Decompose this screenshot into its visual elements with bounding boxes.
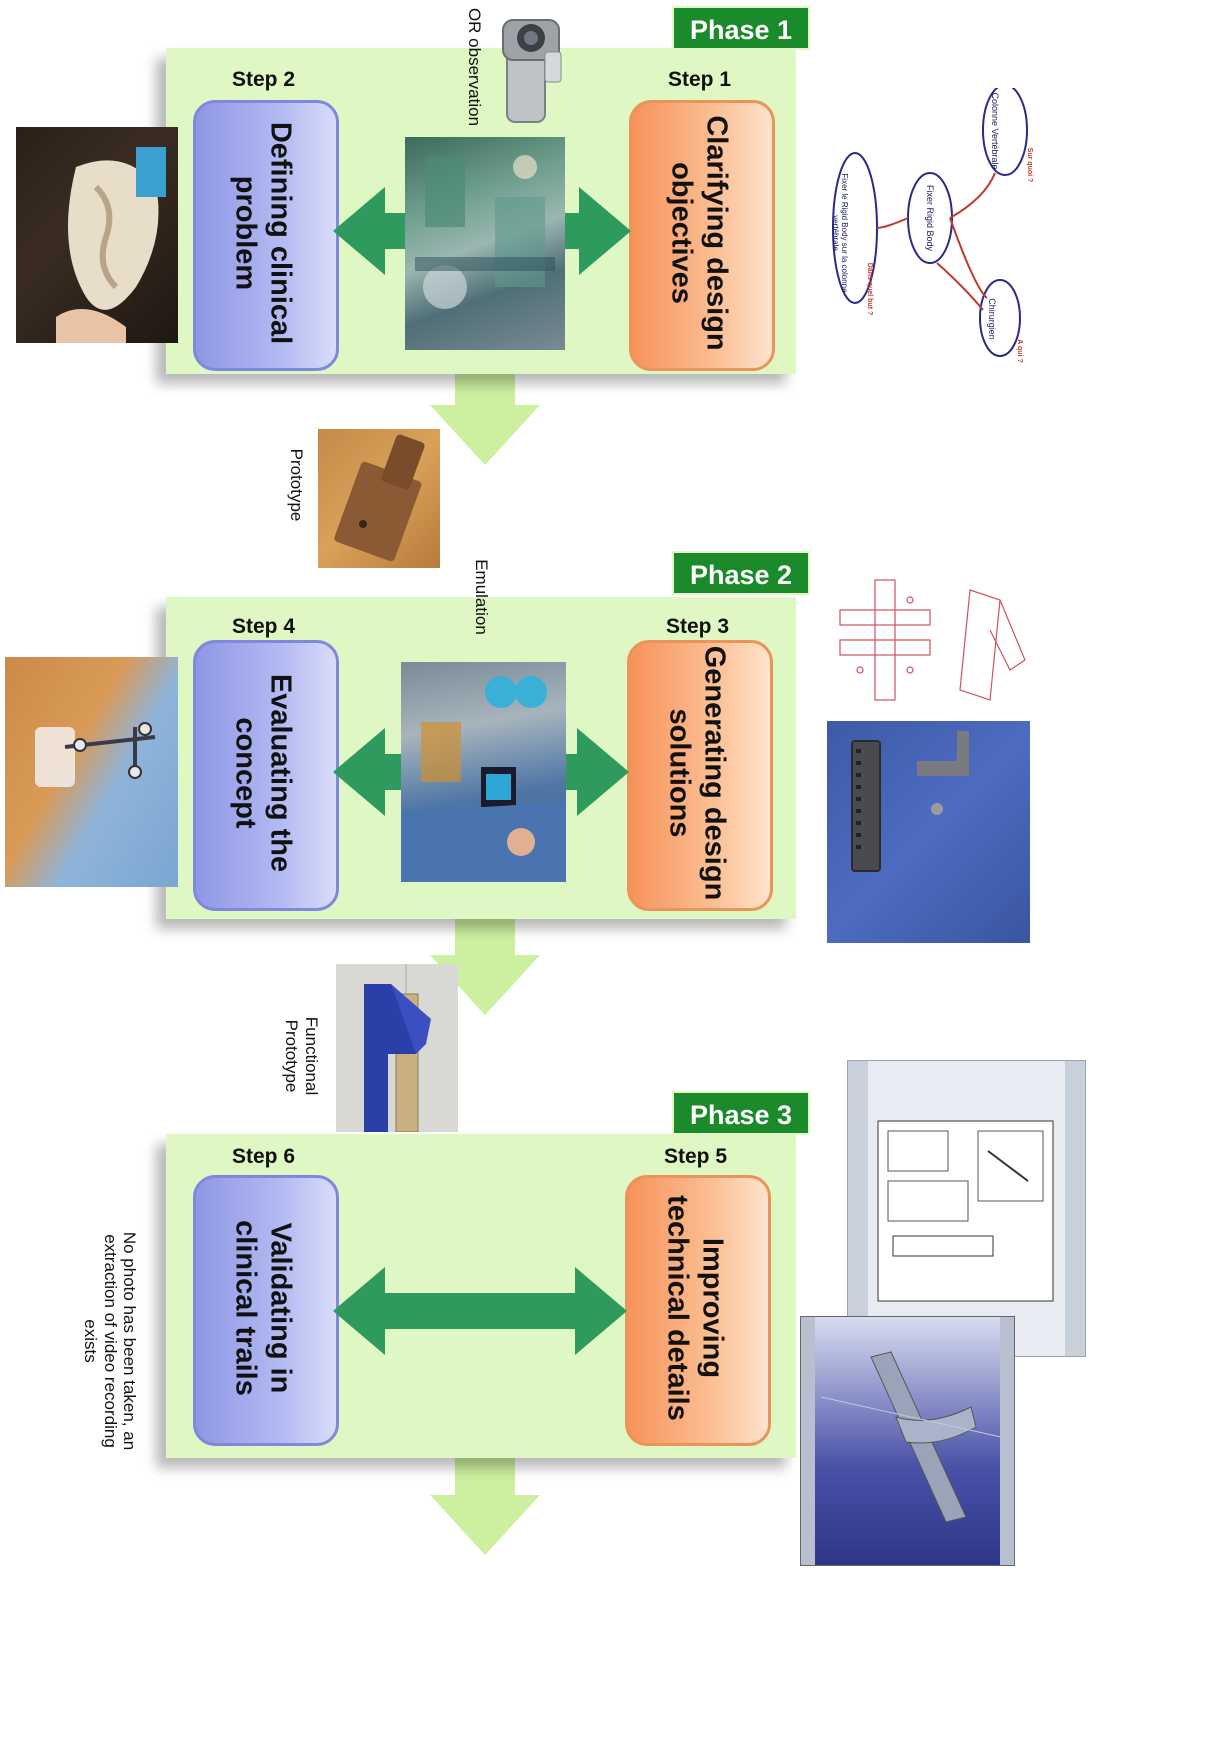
emulation-photo — [401, 662, 566, 882]
no-photo-caption: No photo has been taken, an extraction o… — [81, 1231, 140, 1451]
wooden-prototype-photo — [318, 429, 440, 568]
or-observation-caption: OR observation — [464, 7, 484, 127]
phase-3-tag: Phase 3 — [672, 1091, 810, 1135]
mindmap-fixer: Fixer Rigid Body — [925, 184, 935, 252]
video-camera-icon — [502, 19, 562, 123]
step-5-label: Step 5 — [664, 1145, 728, 1168]
or-observation-photo — [405, 137, 565, 350]
step-4-label: Step 4 — [232, 615, 296, 638]
defining-clinical-problem-box — [193, 100, 339, 371]
flow-arrow-2 — [430, 915, 540, 1015]
defining-clinical-problem-text: Defining clinical problem — [229, 121, 297, 345]
functional-prototype-photo — [336, 964, 458, 1132]
step-3-label: Step 3 — [666, 615, 730, 638]
functional-prototype-caption: Functional Prototype — [282, 1016, 321, 1096]
flow-arrow-1 — [430, 370, 540, 465]
clarifying-design-objectives-text: Clarifying design objectives — [665, 115, 733, 351]
spine-model-photo — [16, 127, 178, 343]
design-sketches — [839, 579, 1026, 701]
double-arrow-phase-3 — [333, 1267, 627, 1355]
evaluation-photo — [5, 657, 178, 887]
step-1-label: Step 1 — [668, 68, 732, 91]
cad-drawing-screenshot — [847, 1060, 1086, 1357]
cad-3d-screenshot — [800, 1316, 1015, 1566]
mindmap-sur-quoi: Sur quoi ? — [1026, 147, 1034, 183]
mindmap-colonne: Colonne Vertébrale — [990, 92, 1000, 170]
mindmap-chirurgien: Chirurgien — [987, 298, 997, 340]
mindmap-dans-quel-but: Dans quel but ? — [866, 262, 874, 316]
emulation-caption: Emulation — [471, 559, 491, 635]
step-6-label: Step 6 — [232, 1145, 296, 1168]
improving-technical-details-text: Improving technical details — [661, 1195, 729, 1421]
validating-clinical-trails-text: Validating in clinical trails — [229, 1220, 297, 1396]
metal-part-photo — [827, 721, 1030, 943]
generating-design-solutions-text: Generating design solutions — [663, 645, 731, 901]
phase-2-tag: Phase 2 — [672, 551, 810, 595]
mindmap-a-qui: A qui ? — [1016, 339, 1024, 363]
prototype-caption: Prototype — [286, 448, 306, 522]
step-2-label: Step 2 — [232, 68, 296, 91]
evaluating-the-concept-box — [193, 640, 339, 911]
mindmap-fixer-rb: Fixer le Rigid Body sur la colonne verté… — [831, 173, 849, 293]
clarifying-design-objectives-box — [629, 100, 775, 371]
phase-1-tag: Phase 1 — [672, 6, 810, 50]
generating-design-solutions-box — [627, 640, 773, 911]
improving-technical-details-box — [625, 1175, 771, 1446]
mind-map-sketch — [832, 88, 1028, 357]
validating-clinical-trails-box — [193, 1175, 339, 1446]
flow-arrow-3 — [430, 1455, 540, 1555]
evaluating-the-concept-text: Evaluating the concept — [229, 673, 297, 873]
